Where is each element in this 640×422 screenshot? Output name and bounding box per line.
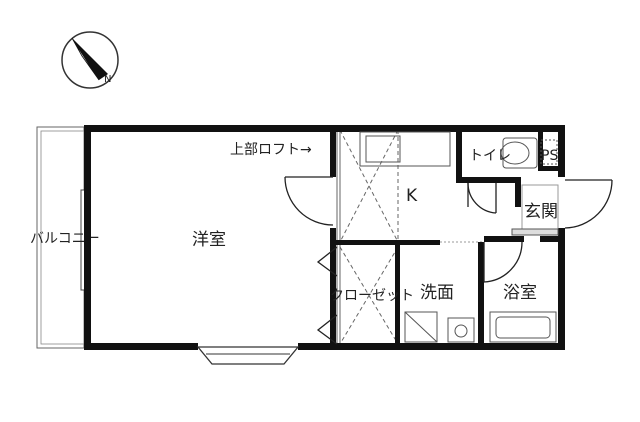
bay-window bbox=[196, 346, 300, 365]
wall-bath-top-right bbox=[540, 236, 565, 242]
toilet-bowl-icon bbox=[500, 141, 530, 165]
wall-east-upper bbox=[558, 125, 565, 177]
compass-north-label: N bbox=[104, 74, 111, 85]
washroom-label: 洗面 bbox=[420, 283, 454, 303]
closet-label: クローゼット bbox=[330, 288, 414, 304]
walls bbox=[84, 125, 565, 350]
western-room-label: 洋室 bbox=[192, 230, 226, 250]
closet-doors bbox=[316, 246, 338, 345]
wall-closet-top bbox=[336, 240, 440, 245]
compass-needle-tail-icon bbox=[71, 37, 100, 81]
compass-needle-icon bbox=[72, 38, 108, 80]
pipe-space-box bbox=[540, 139, 558, 165]
wall-bath-top-left bbox=[484, 236, 524, 242]
loft-stair-diagonal bbox=[339, 129, 399, 243]
wall-toilet-south bbox=[456, 177, 518, 183]
washing-machine-space bbox=[404, 311, 438, 343]
toilet-tank bbox=[502, 137, 538, 169]
compass: N bbox=[61, 31, 119, 89]
entrance-label: 玄関 bbox=[524, 202, 558, 222]
wall-south-east bbox=[298, 343, 565, 350]
fixtures bbox=[359, 131, 559, 343]
washing-machine-diagonal bbox=[404, 311, 438, 343]
wall-west bbox=[84, 125, 91, 350]
south-window bbox=[196, 346, 300, 365]
balcony-label: バルコニー bbox=[30, 231, 100, 247]
wall-room-kitchen-lower bbox=[330, 228, 336, 350]
wall-wash-bath bbox=[478, 242, 484, 350]
wall-room-kitchen-upper bbox=[330, 125, 336, 177]
doors bbox=[284, 176, 613, 345]
entrance-step bbox=[511, 228, 559, 236]
wall-north bbox=[84, 125, 565, 132]
wash-basin-icon bbox=[447, 317, 475, 343]
bathroom-label: 浴室 bbox=[503, 283, 537, 303]
kitchen-sink-icon bbox=[365, 135, 401, 163]
wall-ps-south bbox=[538, 166, 565, 171]
wall-east-lower bbox=[558, 228, 565, 350]
bathtub-icon bbox=[489, 311, 557, 343]
door-room-kitchen bbox=[284, 176, 334, 226]
interior-lines bbox=[336, 129, 482, 345]
door-wash-bath bbox=[483, 241, 523, 283]
wall-south-west bbox=[84, 343, 198, 350]
kitchen-label: K bbox=[406, 186, 418, 206]
door-front bbox=[564, 179, 613, 229]
pipe-space-label: PS bbox=[541, 148, 558, 164]
kitchen-counter bbox=[359, 131, 451, 167]
wall-closet-wash bbox=[395, 245, 400, 350]
loft-note-label: 上部ロフト→ bbox=[230, 142, 312, 158]
door-kitchen-entrance bbox=[467, 182, 497, 214]
closet-diagonal bbox=[339, 246, 399, 345]
room-labels: 洋室 上部ロフト→ K クローゼット 洗面 浴室 トイレ PS 玄関 bbox=[192, 142, 558, 304]
wash-basin-drain bbox=[454, 324, 468, 338]
bathtub-inner bbox=[495, 316, 551, 339]
wall-entrance-west bbox=[515, 177, 521, 207]
wall-toilet-west bbox=[456, 125, 462, 180]
toilet-label: トイレ bbox=[469, 148, 511, 164]
